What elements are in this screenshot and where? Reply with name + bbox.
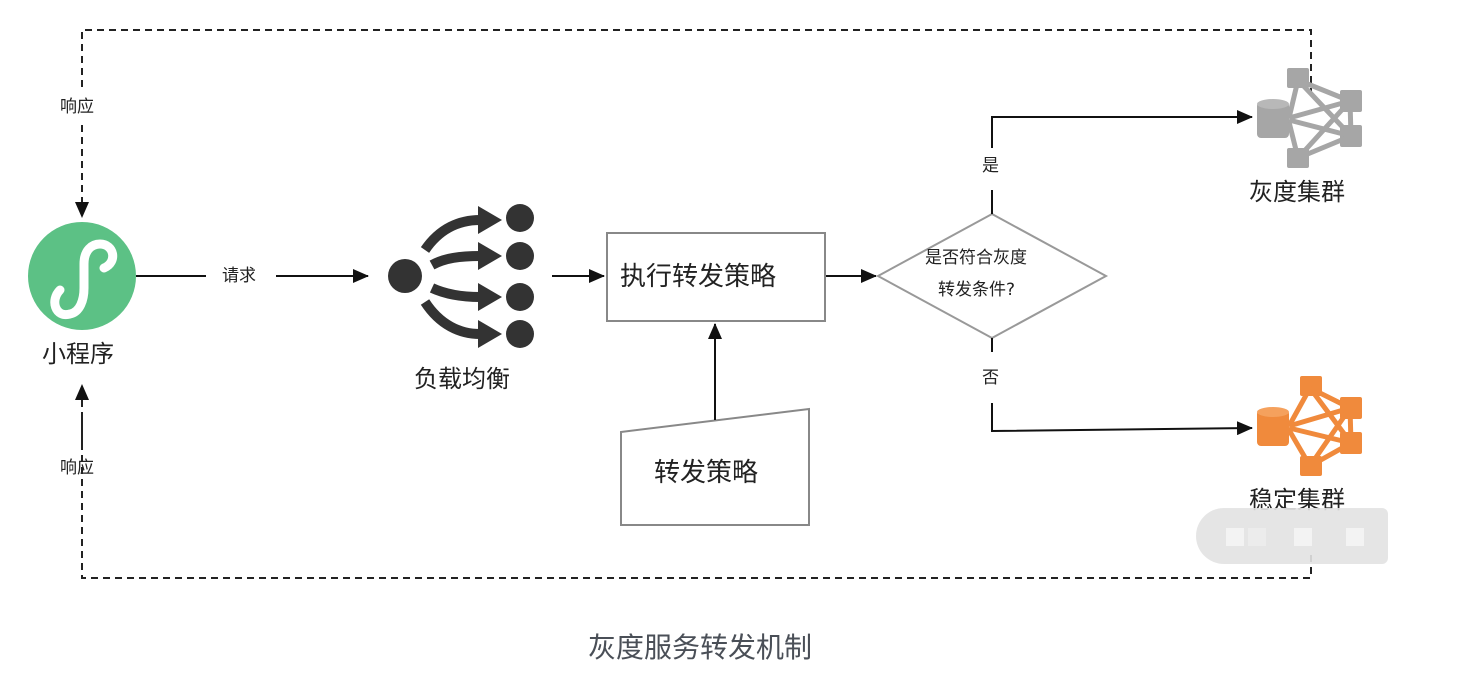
response-label-bottom: 响应: [60, 458, 94, 478]
load-balancer-icon: [388, 204, 534, 348]
no-edge: [991, 403, 1253, 436]
response-loop: [81, 29, 1312, 579]
figure-caption: 灰度服务转发机制: [587, 631, 812, 664]
watermark-block: [1226, 528, 1244, 546]
response-label-top: 响应: [60, 97, 94, 117]
gray-cluster-label: 灰度集群: [1249, 178, 1345, 206]
stable-cluster-icon: [1257, 376, 1362, 476]
mini-program-icon: [28, 222, 136, 330]
strategy-store-label: 转发策略: [654, 458, 759, 488]
request-label: 请求: [222, 266, 256, 286]
decision-diamond: [875, 212, 1109, 340]
response-arrow-down: [75, 202, 89, 218]
response-line-bottom: [81, 418, 1312, 579]
decision-label-line1: 是否符合灰度: [925, 248, 1027, 268]
yes-label: 是: [982, 156, 999, 176]
watermark-block: [1346, 528, 1364, 546]
watermark-block: [1248, 528, 1266, 546]
watermark-badge: [1196, 508, 1388, 564]
decision-label-line2: 转发条件?: [938, 280, 1016, 300]
execute-strategy-label: 执行转发策略: [620, 262, 777, 292]
yes-edge: [991, 110, 1253, 148]
mini-program-label: 小程序: [42, 340, 114, 368]
strategy-store-shape: [620, 407, 810, 526]
no-label: 否: [982, 368, 999, 388]
response-line-top: [81, 29, 1312, 95]
load-balancer-label: 负载均衡: [414, 365, 510, 393]
response-arrow-up: [75, 384, 89, 400]
watermark-block: [1294, 528, 1312, 546]
execute-strategy-box: [606, 232, 826, 322]
gray-cluster-icon: [1257, 68, 1362, 168]
